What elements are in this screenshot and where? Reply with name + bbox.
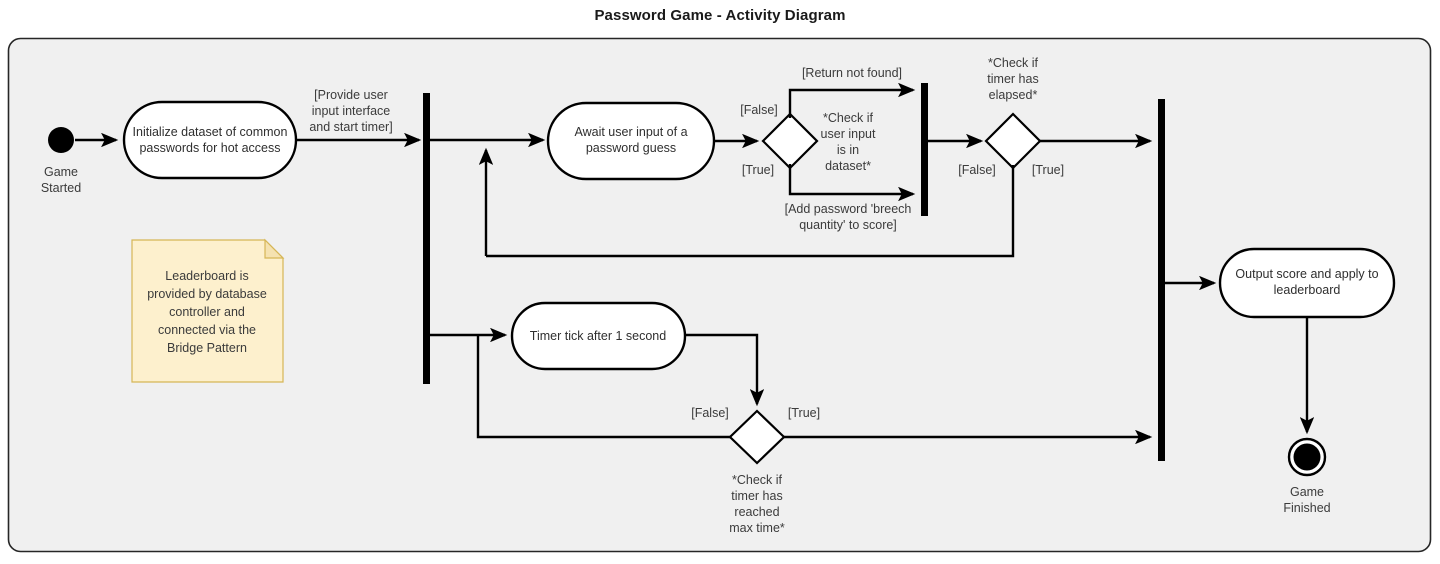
edge-label-maxtime-false: [False] [691,406,729,420]
join-bar-right [1158,99,1165,461]
initial-node-caption-line2: Started [41,181,81,195]
initial-node-caption-line1: Game [44,165,78,179]
activity-output-score-line2: leaderboard [1274,283,1341,297]
note-text-line2: provided by database [147,287,267,301]
final-node-caption-line1: Game [1290,485,1324,499]
decision-timer-elapsed-line1: *Check if [988,56,1039,70]
decision-timer-elapsed-line2: timer has [987,72,1038,86]
note-text-line1: Leaderboard is [165,269,248,283]
decision-dataset-check-line2: user input [821,127,876,141]
decision-timer-max-line1: *Check if [732,473,783,487]
edge-dataset-true-to-join [788,164,916,202]
final-node-caption-line2: Finished [1283,501,1330,515]
activity-initialize-dataset [122,100,298,180]
edge-label-maxtime-true: [True] [788,406,820,420]
note-text-line5: Bridge Pattern [167,341,247,355]
decision-dataset-check-line3: is in [837,143,859,157]
edge-timer-elapsed-false-loopback [486,165,1015,258]
edge-label-start-timer-line3: and start timer] [309,120,392,134]
activity-timer-tick-line1: Timer tick after 1 second [530,329,666,343]
activity-await-user-input-line1: Await user input of a [574,125,687,139]
edge-label-start-timer-line1: [Provide user [314,88,388,102]
join-bar-middle [921,83,928,216]
edge-label-return-not-found: [Return not found] [802,66,902,80]
edge-label-elapsed-false: [False] [958,163,996,177]
diagram-frame [7,37,1432,553]
edge-label-start-timer-line2: input interface [312,104,391,118]
decision-timer-max-line3: reached [734,505,779,519]
final-node [1293,443,1321,471]
note-fold-corner-icon [264,238,285,259]
edge-label-elapsed-true: [True] [1032,163,1064,177]
decision-dataset-check-line4: dataset* [825,159,871,173]
activity-await-user-input-line2: password guess [586,141,676,155]
edge-label-dataset-true: [True] [742,163,774,177]
note-text-line3: controller and [169,305,245,319]
activity-output-score-line1: Output score and apply to [1235,267,1378,281]
edge-maxtime-false-loopback [476,335,730,439]
edge-label-dataset-false: [False] [740,103,778,117]
decision-timer-max-line2: timer has [731,489,782,503]
edge-label-add-breech-line2: quantity' to score] [799,218,897,232]
activity-initialize-dataset-line1: Initialize dataset of common [133,125,288,139]
note-leaderboard [131,239,284,383]
decision-timer-elapsed-line3: elapsed* [989,88,1038,102]
activity-initialize-dataset-line2: passwords for hot access [139,141,280,155]
decision-timer-max-time [728,409,786,465]
fork-bar-left [423,93,430,384]
initial-node [48,127,74,153]
edge-dataset-false-to-join [788,82,916,118]
edge-timer-tick-to-maxtime-decision [685,333,765,407]
decision-dataset-check-line1: *Check if [823,111,874,125]
decision-timer-max-line4: max time* [729,521,785,535]
note-text-line4: connected via the [158,323,256,337]
edge-label-add-breech-line1: [Add password 'breech [785,202,912,216]
page-title: Password Game - Activity Diagram [594,7,846,24]
